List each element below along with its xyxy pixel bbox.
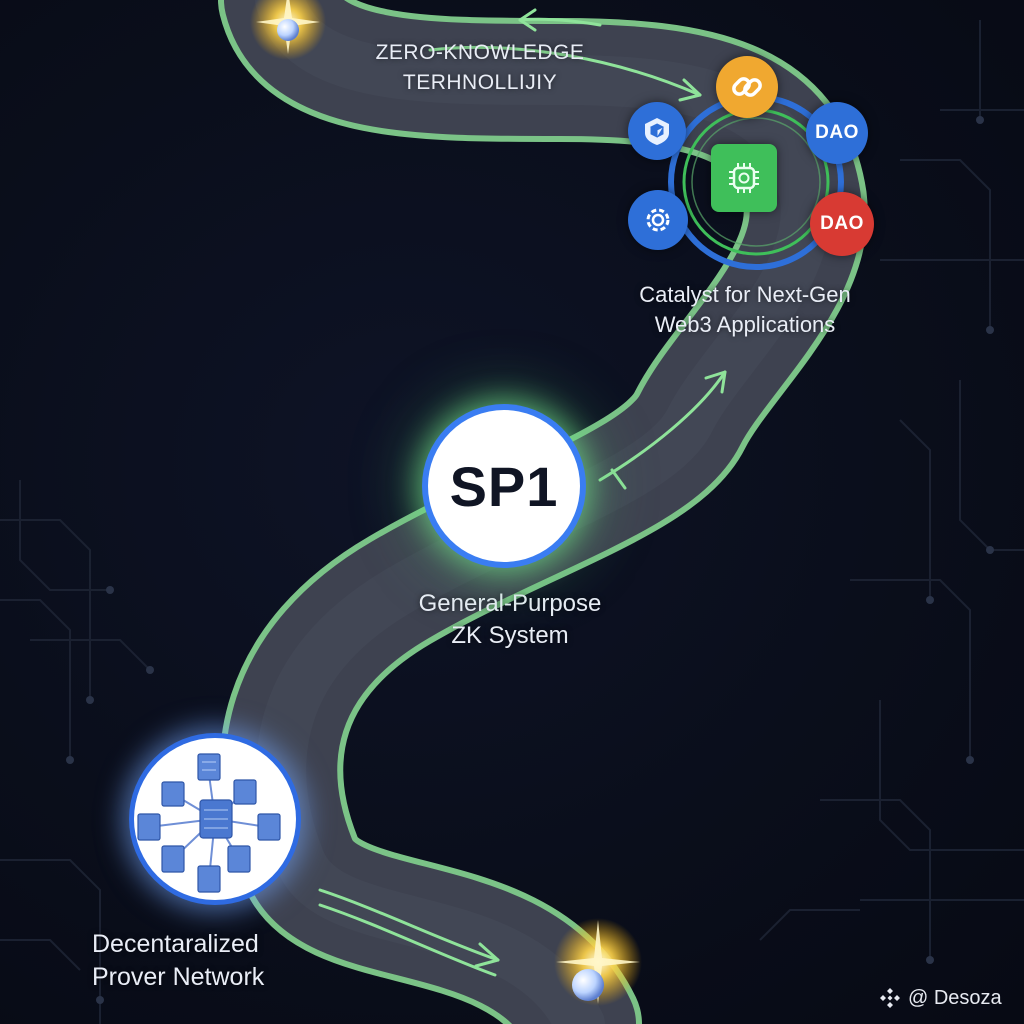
sp1-badge: SP1 [428,410,580,562]
diamond-logo-icon [880,988,900,1008]
general-purpose-label: General-Purpose ZK System [418,590,602,649]
dao-badge-red: DAO [810,192,874,256]
sp1-text: SP1 [449,454,559,518]
dao-text-red: DAO [820,213,864,234]
arrow-bottom [318,888,500,962]
watermark: @ Desoza [878,986,1002,1010]
dao-text-blue: DAO [815,122,859,143]
server-cluster-icon [137,753,281,893]
glow-star-top [250,0,326,60]
dao-badge-blue: DAO [806,102,868,164]
flow-arrows [318,8,727,977]
circuit-background [0,20,1024,1024]
arrow-middle [598,370,727,482]
watermark-text: @ Desoza [908,986,1002,1009]
prover-network-disc [134,738,296,900]
chip-icon [711,144,777,212]
circuit-nodes [66,116,994,1004]
chain-link-icon [716,56,778,118]
gear-icon [628,190,688,250]
catalyst-label: Catalyst for Next-Gen Web3 Applications [639,282,851,337]
cube-shield-icon [628,102,686,160]
winding-road [218,0,868,1024]
prover-network-label: Decentaralized Prover Network [92,930,265,991]
arrow-top [428,45,702,97]
zero-knowledge-title: ZERO-KNOWLEDGE TERHNOLLIJIY [375,41,585,94]
glow-star-bottom [554,918,642,1006]
arrow-top-back [518,17,602,27]
